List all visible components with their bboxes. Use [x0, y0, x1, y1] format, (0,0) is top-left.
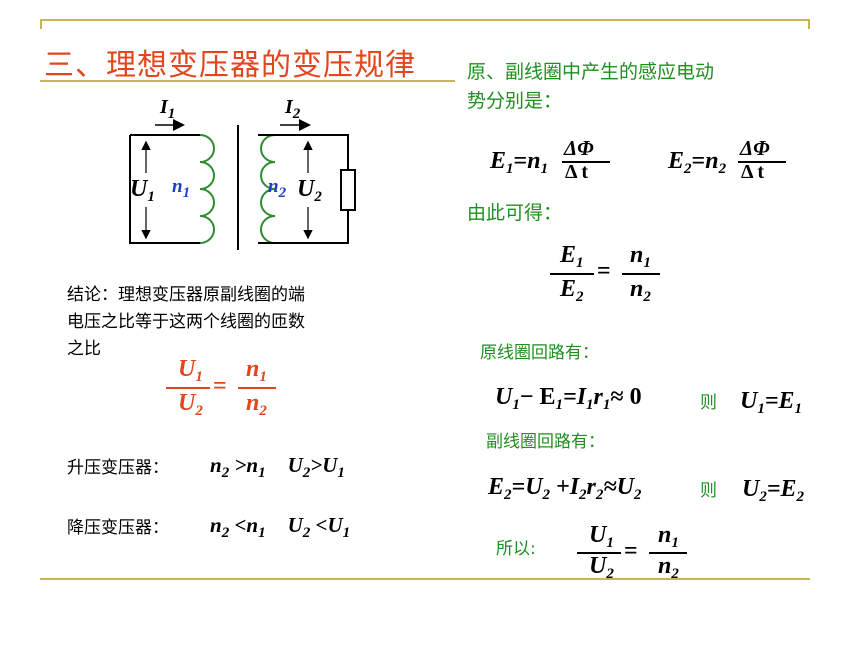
derive-label: 由此可得：	[467, 202, 563, 224]
emf2-equation: E2=n2	[668, 148, 727, 177]
transformer-diagram	[129, 119, 356, 250]
primary-wire	[129, 134, 200, 244]
primary-coil	[199, 134, 215, 244]
u1-label: U1	[130, 176, 155, 205]
then-label-2: 则	[700, 481, 717, 501]
ratio-u-right-left: U1 U2	[577, 522, 622, 582]
top-rule	[40, 19, 810, 21]
secondary-wire	[258, 134, 349, 244]
emf1-equation: E1=n1	[490, 148, 549, 177]
emf-intro: 原、副线圈中产生的感应电动 势分别是：	[467, 61, 715, 112]
title-underline	[40, 80, 455, 82]
bottom-rule	[40, 578, 810, 580]
ratio-e-right: n1 n2	[622, 242, 662, 306]
ratio-u-right-equals: =	[624, 538, 638, 564]
emf2-fraction: ΔΦ Δ t	[738, 136, 788, 186]
ratio-u-left-left: U1 U2	[166, 356, 211, 420]
emf1-fraction: ΔΦ Δ t	[562, 136, 612, 186]
top-right-tick	[808, 19, 810, 29]
so-label: 所以:	[496, 539, 536, 559]
page-title: 三、理想变压器的变压规律	[44, 48, 416, 83]
secondary-loop-label: 副线圈回路有：	[486, 432, 605, 452]
n2-label: n2	[268, 176, 287, 201]
top-left-tick	[40, 19, 42, 29]
secondary-loop-equation: E2=U2 +I2r2≈U2	[488, 474, 642, 503]
primary-loop-equation: U1− E1=I1r1≈ 0	[495, 384, 642, 413]
i1-label: I1	[160, 96, 176, 122]
ratio-e-equals: =	[597, 258, 611, 284]
ratio-u-left-equals: =	[213, 373, 227, 399]
primary-loop-label: 原线圈回路有：	[480, 343, 599, 363]
i2-label: I2	[285, 96, 301, 122]
step-up-label: 升压变压器：	[67, 458, 169, 478]
conclusion-text: 结论：理想变压器原副线圈的端 电压之比等于这两个线圈的匝数 之比	[67, 285, 305, 359]
primary-result: U1=E1	[740, 388, 803, 417]
n1-label: n1	[172, 176, 191, 201]
u2-label: U2	[297, 176, 322, 205]
then-label-1: 则	[700, 393, 717, 413]
secondary-coil	[260, 134, 276, 244]
step-down-label: 降压变压器：	[67, 518, 169, 538]
ratio-e-left: E1 E2	[550, 242, 595, 306]
secondary-result: U2=E2	[742, 476, 805, 505]
ratio-u-right-right: n1 n2	[649, 522, 689, 582]
ratio-u-left-right: n1 n2	[238, 356, 278, 420]
load-resistor	[340, 169, 356, 211]
